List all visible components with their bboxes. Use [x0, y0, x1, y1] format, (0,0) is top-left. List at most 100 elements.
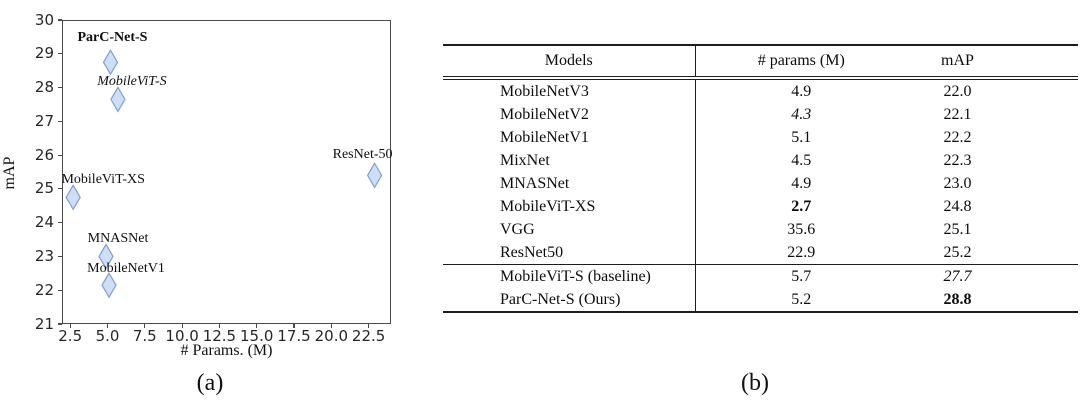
col-header-models: Models — [443, 44, 695, 80]
y-tick-label: 28 — [34, 78, 54, 97]
x-tick-label: 20.0 — [314, 327, 349, 345]
cell-map: 22.1 — [943, 105, 972, 123]
y-tick-mark — [58, 188, 62, 190]
y-tick-mark — [58, 53, 62, 55]
plot-area — [62, 20, 391, 324]
scatter-point-mobilevit-xs — [65, 184, 81, 211]
results-table: Models # params (M) mAP MobileNetV3 4.9 22… — [443, 44, 1078, 313]
x-tick-mark — [330, 324, 332, 328]
cell-model: MobileNetV3 — [500, 82, 589, 100]
scatter-points-layer — [65, 49, 383, 299]
cell-params: 4.9 — [694, 172, 907, 195]
table-panel: Models # params (M) mAP MobileNetV3 4.9 22… — [440, 0, 1080, 409]
cell-params: 2.7 — [694, 195, 907, 218]
y-tick-label: 30 — [34, 10, 54, 29]
cell-model: MobileViT-XS — [500, 197, 596, 215]
cell-params: 35.6 — [694, 218, 907, 241]
point-label-mobilenetv1: MobileNetV1 — [87, 261, 165, 277]
x-tick-mark — [106, 324, 109, 328]
x-tick-label: 12.5 — [202, 327, 237, 345]
x-tick-mark — [69, 324, 71, 328]
table-row-mobilenetv1: MobileNetV1 5.1 22.2 — [443, 126, 1078, 149]
y-axis-label: mAP — [1, 156, 18, 190]
cell-map: 22.2 — [943, 128, 972, 146]
point-label-mobilevit-s: MobileViT-S — [97, 74, 167, 90]
y-tick-mark — [58, 222, 62, 224]
y-tick-label: 26 — [34, 145, 54, 164]
cell-model: MobileNetV1 — [500, 128, 589, 146]
cell-params: 5.1 — [694, 126, 907, 149]
cell-map: 22.3 — [943, 151, 972, 169]
cell-model: MobileNetV2 — [500, 105, 589, 123]
point-label-mnasnet: MNASNet — [87, 231, 149, 247]
cell-model: ResNet50 — [500, 243, 564, 261]
x-tick-label: 5.0 — [95, 327, 120, 345]
y-tick-label: 21 — [34, 314, 54, 333]
table-row-mobilenetv3: MobileNetV3 4.9 22.0 — [443, 78, 1078, 103]
caption-b: (b) — [741, 370, 769, 396]
cell-map: 28.8 — [907, 288, 1078, 313]
cell-model: ParC-Net-S (Ours) — [443, 288, 695, 313]
x-tick-label: 7.5 — [132, 327, 157, 345]
cell-map: 25.1 — [943, 220, 972, 238]
point-label-resnet-50: ResNet-50 — [332, 147, 393, 163]
x-tick-mark — [293, 324, 295, 328]
cell-params: 22.9 — [694, 241, 907, 265]
x-tick-mark — [144, 324, 146, 328]
cell-model: VGG — [500, 220, 535, 238]
scatter-point-mobilevit-s — [110, 86, 126, 113]
y-tick-label: 29 — [34, 44, 54, 63]
point-label-parc-net-s: ParC-Net-S — [77, 30, 148, 46]
table-row-mobilevit-xs: MobileViT-XS 2.7 24.8 — [443, 195, 1078, 218]
scatter-point-mobilenetv1 — [101, 271, 117, 299]
col-header-map: mAP — [907, 44, 1078, 80]
table-row-resnet50: ResNet50 22.9 25.2 — [443, 241, 1078, 265]
x-tick-label: 2.5 — [58, 327, 83, 345]
y-tick-mark — [58, 323, 62, 325]
y-tick-label: 25 — [34, 179, 54, 198]
cell-map: 22.0 — [943, 82, 972, 100]
table-header-row: Models # params (M) mAP — [443, 44, 1078, 80]
y-tick-label: 23 — [34, 246, 54, 265]
cell-params: 4.3 — [694, 103, 907, 126]
x-tick-mark — [181, 324, 183, 328]
cell-params: 5.2 — [694, 288, 907, 313]
y-tick-mark — [58, 255, 62, 258]
y-tick-mark — [58, 86, 62, 89]
table-row-mixnet: MixNet 4.5 22.3 — [443, 149, 1078, 172]
y-tick-mark — [58, 19, 62, 21]
scatter-point-mnasnet — [98, 243, 114, 270]
x-tick-label: 10.0 — [165, 327, 199, 345]
y-tick-label: 24 — [34, 213, 54, 232]
cell-map: 25.2 — [943, 243, 972, 261]
cell-params: 4.9 — [694, 78, 907, 103]
x-tick-label: 17.5 — [277, 327, 311, 345]
table-row-vgg: VGG 35.6 25.1 — [443, 218, 1078, 241]
y-tick-mark — [58, 154, 62, 156]
y-tick-mark — [58, 120, 62, 122]
y-tick-label: 22 — [34, 280, 54, 299]
cell-params: 4.5 — [694, 149, 907, 172]
cell-map: 24.8 — [943, 197, 972, 215]
cell-map: 23.0 — [943, 174, 972, 192]
x-tick-label: 15.0 — [240, 327, 274, 345]
x-tick-mark — [256, 324, 258, 328]
y-tick-mark — [58, 289, 62, 291]
scatter-point-parc-net-s — [102, 49, 119, 76]
caption-a: (a) — [196, 370, 224, 396]
cell-params: 5.7 — [694, 264, 907, 288]
col-header-params: # params (M) — [694, 44, 907, 80]
y-tick-label: 27 — [34, 111, 54, 130]
table-row-mobilenetv2: MobileNetV2 4.3 22.1 — [443, 103, 1078, 126]
point-label-mobilevit-xs: MobileViT-XS — [61, 172, 145, 188]
x-tick-mark — [368, 324, 370, 328]
x-axis-label: # Params. (M) — [180, 342, 273, 359]
scatter-point-resnet-50 — [366, 162, 383, 189]
cell-model: MixNet — [500, 151, 550, 169]
x-tick-mark — [218, 324, 220, 328]
cell-map: 27.7 — [907, 264, 1078, 288]
